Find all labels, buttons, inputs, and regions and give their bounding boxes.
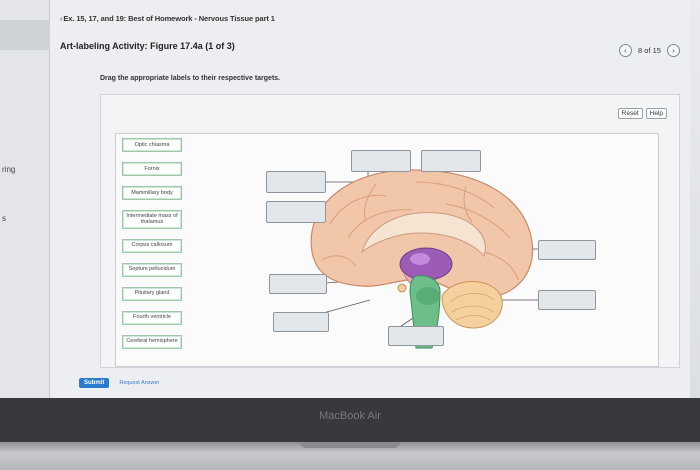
- draggable-label[interactable]: Fourth ventricle: [122, 310, 182, 325]
- next-page-button[interactable]: ›: [666, 44, 680, 57]
- drop-target[interactable]: [538, 240, 596, 260]
- laptop-bezel: [0, 398, 700, 442]
- laptop-base: [0, 442, 700, 470]
- gyrus: [463, 185, 473, 223]
- drop-target[interactable]: [388, 326, 444, 346]
- thalamus: [399, 247, 453, 281]
- sidebar-text: s: [2, 214, 6, 223]
- draggable-label[interactable]: Cerebral hemisphere: [122, 334, 182, 349]
- prev-page-button[interactable]: ‹: [619, 44, 632, 57]
- sidebar-block: [0, 20, 50, 50]
- frame-buttons: Reset Help: [617, 108, 667, 119]
- drop-target[interactable]: [421, 150, 481, 172]
- intermediate-mass: [410, 253, 430, 265]
- gyrus: [363, 183, 377, 223]
- gyrus: [483, 251, 519, 281]
- page-title: Art-labeling Activity: Figure 17.4a (1 o…: [60, 41, 235, 51]
- submit-row: Submit Request Answer: [79, 378, 159, 388]
- drop-target[interactable]: [273, 312, 329, 332]
- pager: ‹ 8 of 15 ›: [619, 44, 680, 57]
- gyrus: [321, 255, 357, 267]
- cerebellum-fold: [455, 315, 491, 321]
- drop-target[interactable]: [351, 150, 411, 172]
- laptop-notch: [300, 442, 400, 448]
- corpus-callosum: [361, 212, 486, 257]
- draggable-label[interactable]: Corpus callosum: [122, 238, 182, 253]
- gyrus: [329, 194, 387, 225]
- drag-drop-area: Optic chiasma Fornix Mammillary body Int…: [115, 133, 659, 367]
- drop-target[interactable]: [266, 201, 326, 223]
- cerebellum-fold: [449, 293, 495, 303]
- reset-button[interactable]: Reset: [617, 108, 643, 119]
- draggable-label[interactable]: Intermediate mass of thalamus: [122, 210, 182, 229]
- gyrus: [445, 203, 511, 239]
- submit-button[interactable]: Submit: [79, 378, 110, 388]
- breadcrumb[interactable]: ‹Ex. 15, 17, and 19: Best of Homework - …: [60, 14, 275, 23]
- request-answer-link[interactable]: Request Answer: [119, 380, 160, 386]
- help-button[interactable]: Help: [645, 108, 667, 119]
- gyrus: [347, 209, 413, 239]
- gyrus: [415, 181, 495, 209]
- laptop-brand-label: MacBook Air: [319, 410, 381, 422]
- draggable-label[interactable]: Mammillary body: [122, 186, 182, 200]
- screen: ring s › ‹Ex. 15, 17, and 19: Best of Ho…: [0, 0, 700, 398]
- main-content: ‹Ex. 15, 17, and 19: Best of Homework - …: [50, 0, 690, 398]
- draggable-label[interactable]: Fornix: [122, 162, 182, 176]
- cerebellum: [441, 281, 503, 329]
- draggable-label[interactable]: Pituitary gland: [122, 286, 182, 301]
- left-sidebar: ring s: [0, 0, 50, 398]
- draggable-label[interactable]: Septum pellucidum: [122, 262, 182, 277]
- cerebellum-fold: [451, 305, 495, 313]
- sidebar-text: ring: [2, 165, 16, 174]
- draggable-label[interactable]: Optic chiasma: [122, 138, 182, 152]
- page-indicator: 8 of 15: [638, 46, 661, 55]
- chevron-left-icon: ‹: [60, 14, 63, 23]
- pons: [416, 287, 440, 305]
- drop-target[interactable]: [538, 290, 596, 310]
- instruction-text: Drag the appropriate labels to their res…: [100, 75, 281, 82]
- drop-target[interactable]: [266, 171, 326, 193]
- drop-target[interactable]: [269, 274, 327, 294]
- label-bank: Optic chiasma Fornix Mammillary body Int…: [122, 138, 184, 359]
- activity-frame: Reset Help Optic chiasma Fornix Mammilla…: [100, 94, 680, 368]
- pituitary-gland: [397, 283, 407, 293]
